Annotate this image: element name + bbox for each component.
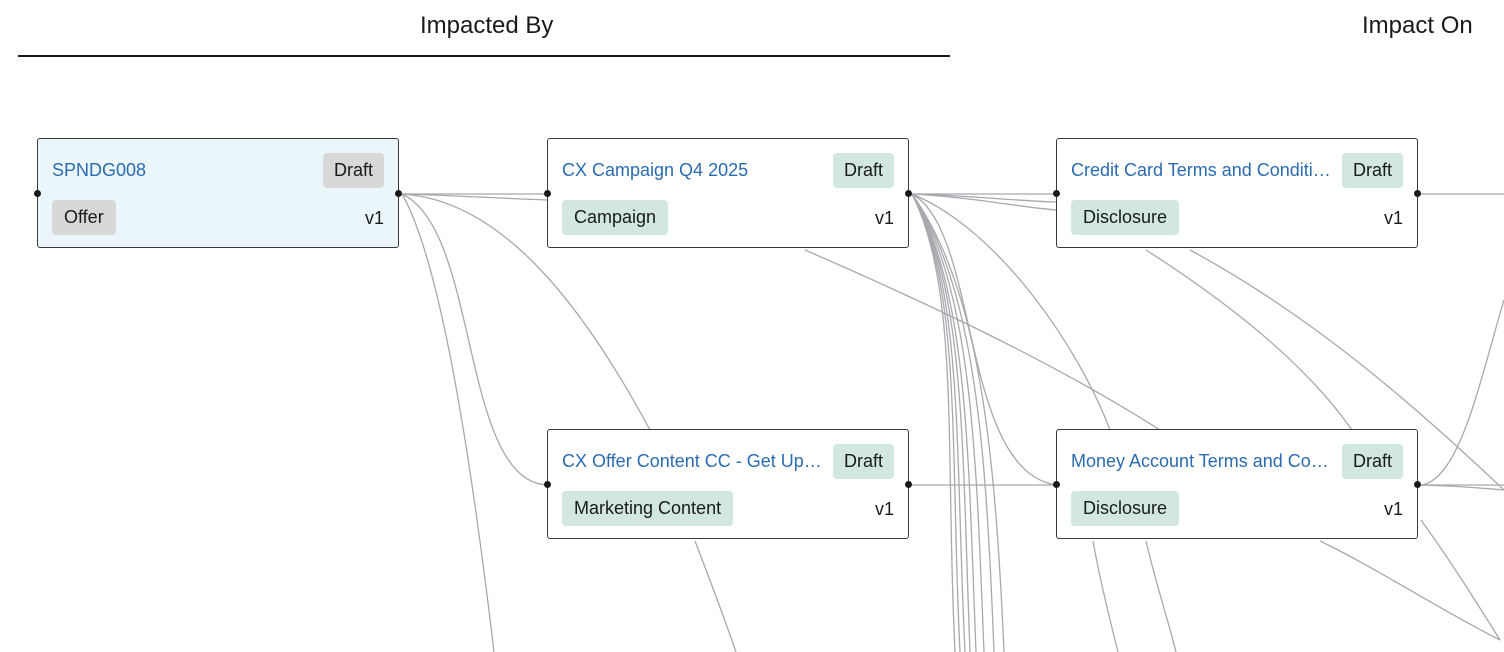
input-port[interactable]	[544, 481, 551, 488]
node-cx-offer-content[interactable]: CX Offer Content CC - Get Up … Draft Mar…	[544, 429, 912, 539]
edge	[911, 193, 971, 652]
impacted-by-header: Impacted By	[420, 12, 554, 39]
type-badge: Disclosure	[1071, 200, 1180, 235]
edge	[911, 193, 961, 652]
node-credit-card-terms[interactable]: Credit Card Terms and Conditi… Draft Dis…	[1053, 138, 1421, 248]
output-port[interactable]	[395, 190, 402, 197]
edge	[911, 193, 985, 652]
edge	[694, 540, 737, 652]
type-badge: Offer	[52, 200, 116, 235]
edge	[401, 193, 548, 486]
status-badge: Draft	[1341, 444, 1403, 479]
type-badge: Disclosure	[1071, 491, 1180, 526]
type-badge: Campaign	[562, 200, 669, 235]
node-spndg008[interactable]: SPNDG008 Draft Offer v1	[34, 138, 402, 248]
node-title-link[interactable]: SPNDG008	[52, 160, 147, 180]
edge	[911, 193, 1111, 431]
edge	[1092, 540, 1119, 652]
edge	[911, 193, 956, 652]
edge	[1145, 540, 1177, 652]
edge	[911, 193, 1005, 652]
node-title-link[interactable]: CX Campaign Q4 2025	[562, 160, 749, 180]
version-label: v1	[874, 208, 894, 228]
version-label: v1	[1383, 208, 1403, 228]
version-label: v1	[364, 208, 384, 228]
edge	[1420, 519, 1501, 641]
edge	[401, 193, 651, 431]
type-badge: Marketing Content	[562, 491, 734, 526]
node-title-link[interactable]: Credit Card Terms and Conditi…	[1071, 160, 1331, 180]
output-port[interactable]	[905, 481, 912, 488]
edge	[804, 249, 1161, 431]
node-money-account-terms[interactable]: Money Account Terms and Con… Draft Discl…	[1053, 429, 1421, 539]
edge	[911, 193, 995, 652]
version-label: v1	[874, 499, 894, 519]
impact-on-header: Impact On	[1362, 12, 1473, 39]
output-port[interactable]	[1414, 190, 1421, 197]
edge	[1420, 299, 1504, 486]
edge	[401, 193, 548, 201]
header-underline	[18, 55, 950, 57]
node-cx-campaign[interactable]: CX Campaign Q4 2025 Draft Campaign v1	[544, 138, 912, 248]
edge	[911, 193, 1057, 211]
status-badge: Draft	[832, 153, 894, 188]
edge	[1189, 249, 1504, 491]
status-badge: Draft	[322, 153, 384, 188]
node-title-link[interactable]: Money Account Terms and Con…	[1071, 451, 1333, 471]
edge	[1145, 249, 1353, 431]
output-port[interactable]	[1414, 481, 1421, 488]
version-label: v1	[1383, 499, 1403, 519]
edge	[401, 193, 495, 652]
status-badge: Draft	[1341, 153, 1403, 188]
edge	[911, 193, 1057, 203]
edge	[1420, 484, 1504, 491]
edge	[1319, 540, 1501, 641]
input-port[interactable]	[544, 190, 551, 197]
input-port[interactable]	[1053, 190, 1060, 197]
input-port[interactable]	[34, 190, 41, 197]
output-port[interactable]	[905, 190, 912, 197]
edge	[911, 193, 977, 652]
node-title-link[interactable]: CX Offer Content CC - Get Up …	[562, 451, 824, 471]
edge	[911, 193, 966, 652]
status-badge: Draft	[832, 444, 894, 479]
input-port[interactable]	[1053, 481, 1060, 488]
